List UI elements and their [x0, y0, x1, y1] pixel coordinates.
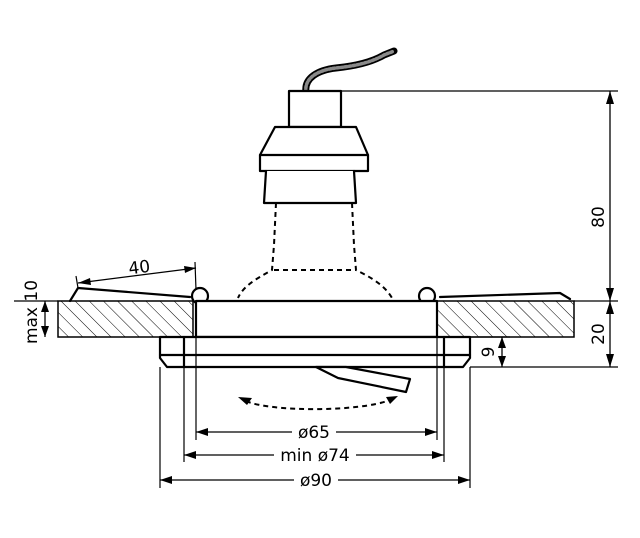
dim-bezel-label: 9	[479, 347, 499, 358]
dim-ceiling-label: 20	[589, 323, 609, 345]
clamp-spring-right	[438, 291, 572, 301]
dim-inner-diameter-label: ø65	[298, 423, 330, 443]
dim-outer-diameter-label: ø90	[300, 471, 332, 491]
fixture-housing	[194, 299, 439, 339]
dim-clamp-label: 40	[127, 257, 151, 279]
dim-clamp-line	[77, 267, 197, 284]
socket-cap	[287, 89, 343, 129]
tilt-lever	[314, 365, 412, 394]
power-cable-core	[304, 49, 396, 94]
ceiling-left	[57, 300, 194, 338]
dim-max-ceiling-label: max 10	[22, 280, 42, 344]
fixture-bezel	[158, 335, 472, 369]
lamp-outline	[237, 202, 393, 299]
clamp-spring-left	[68, 286, 192, 303]
ceiling-right	[436, 300, 575, 338]
tilt-direction-arc	[245, 399, 391, 411]
socket-body	[258, 125, 370, 173]
dim-cutout-diameter-label: min ø74	[280, 446, 350, 466]
socket-lower	[262, 169, 358, 205]
dim-height-total-label: 80	[589, 206, 609, 228]
